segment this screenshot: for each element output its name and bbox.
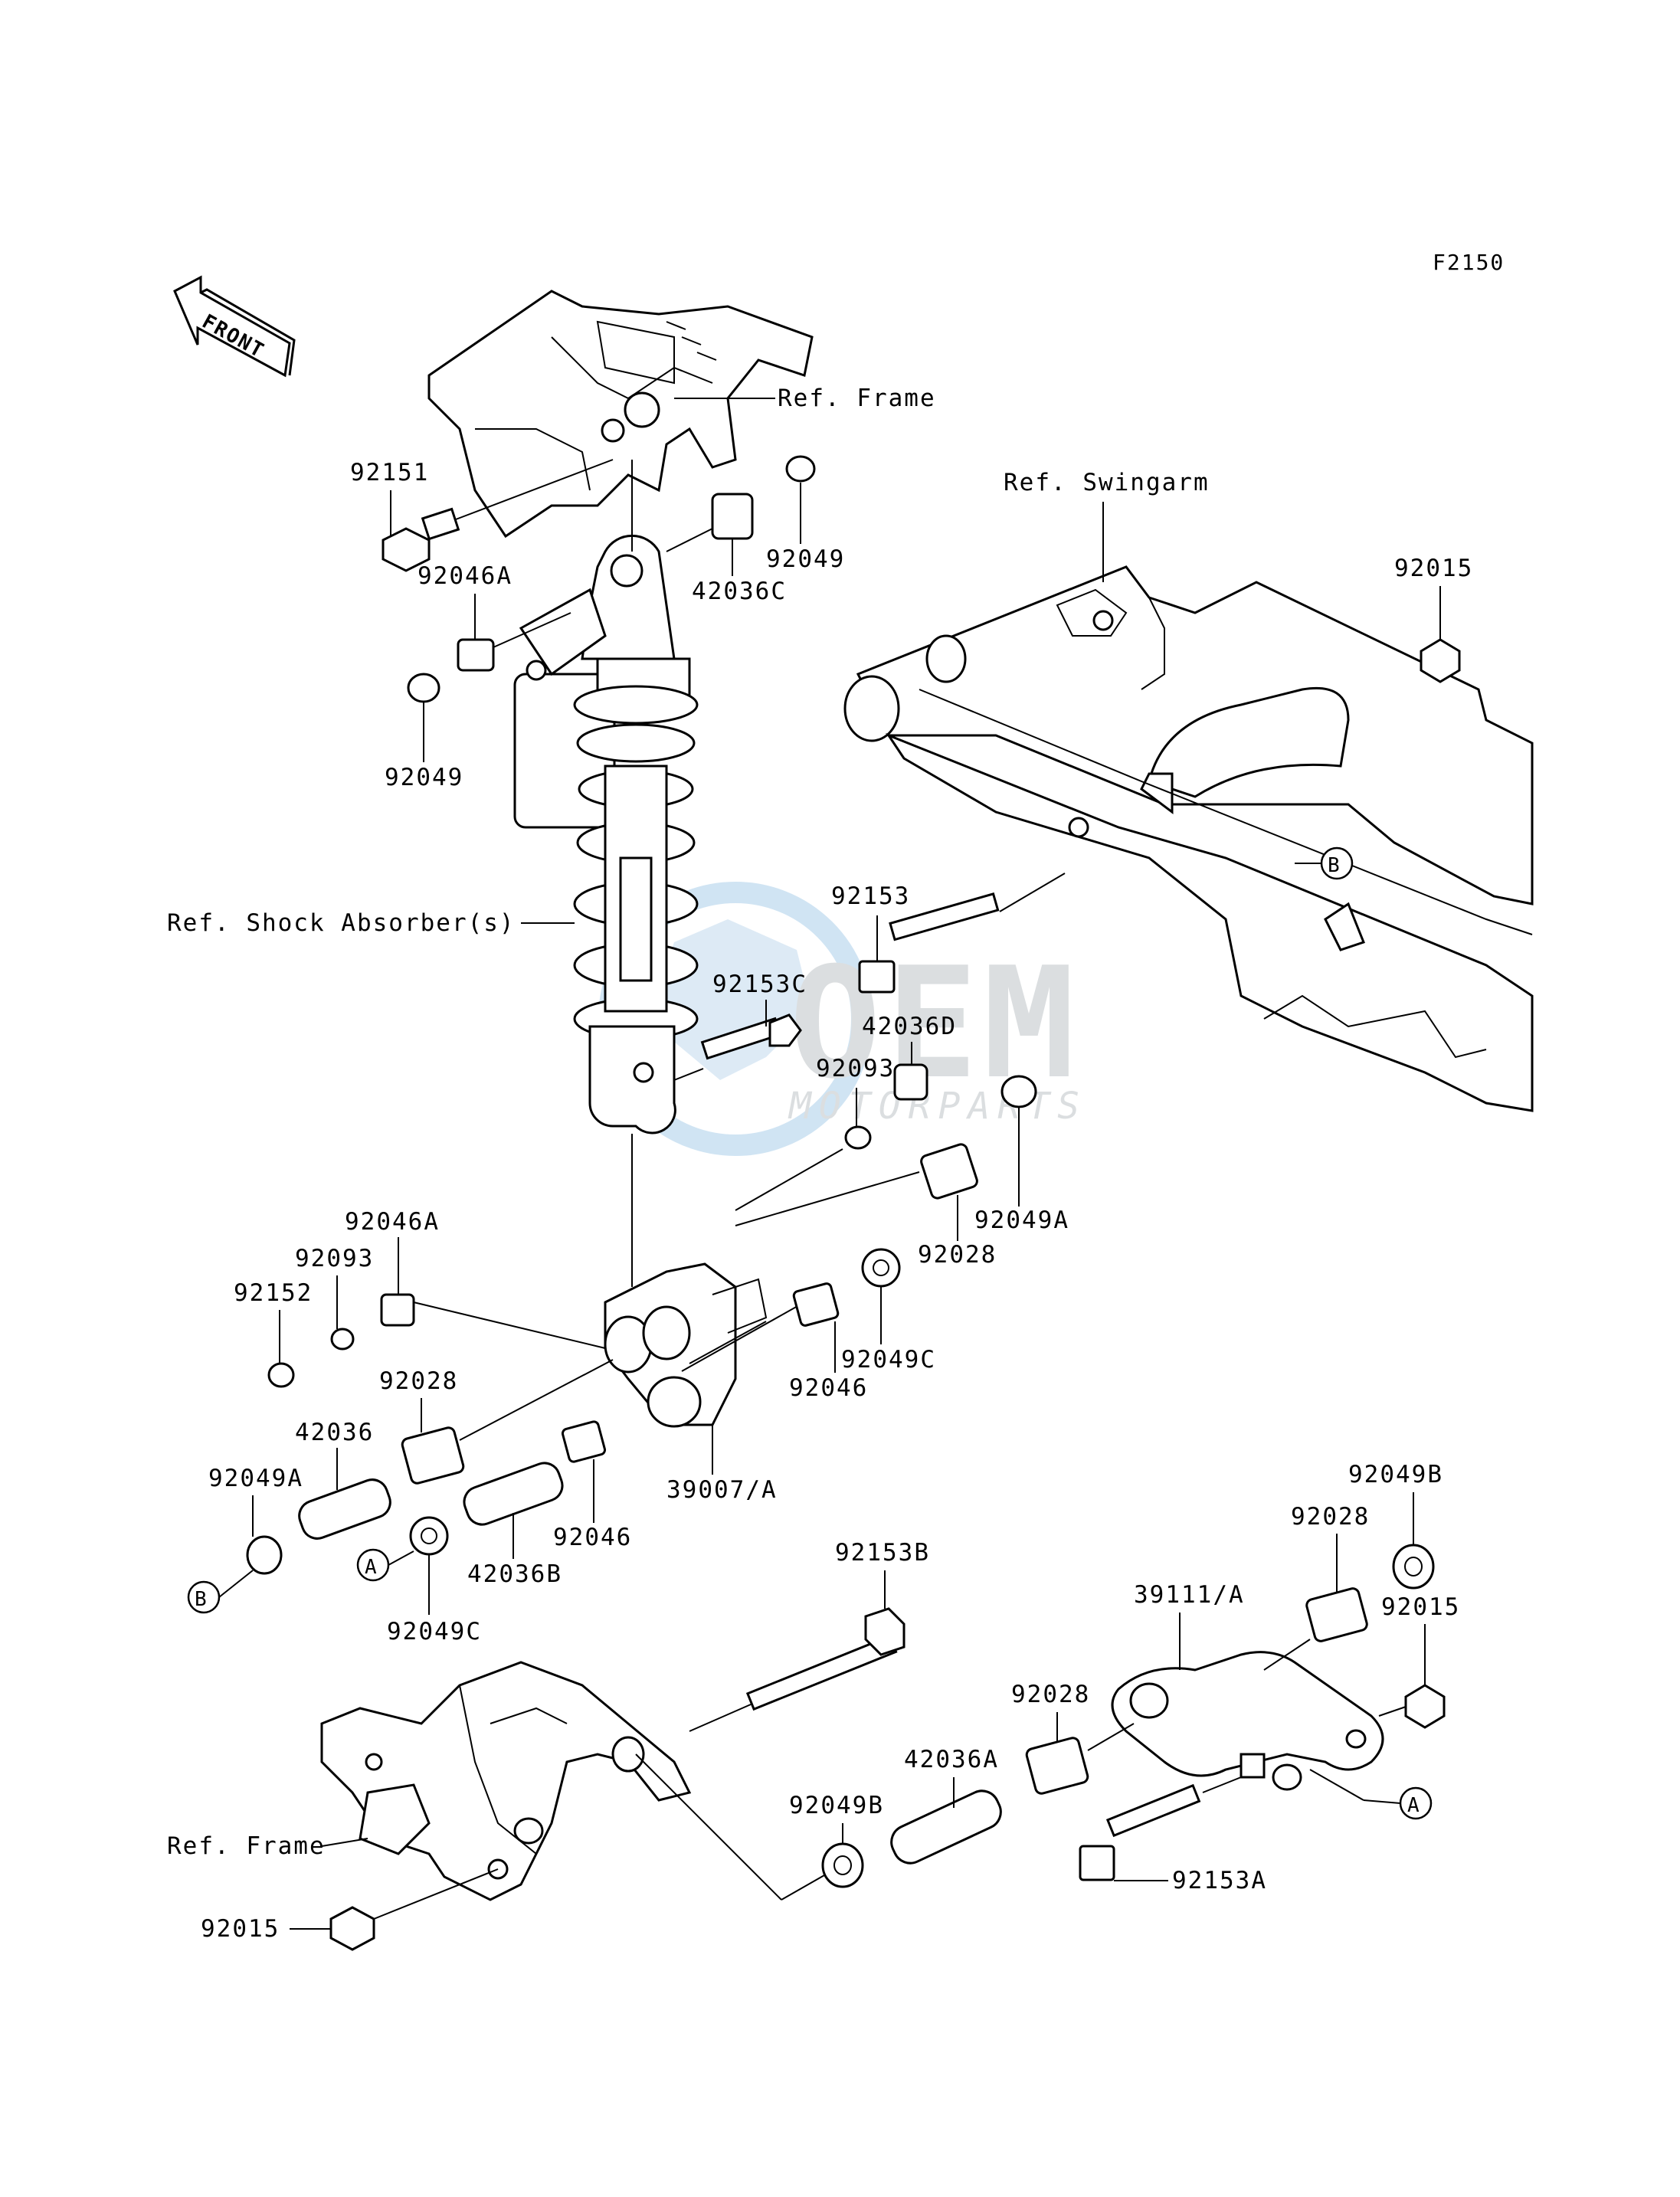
label-42036: 42036 [295,1419,374,1446]
collar-92028-mid-icon [920,1143,978,1200]
label-92093-mid: 92093 [816,1055,895,1082]
label-42036b: 42036B [467,1560,562,1588]
label-92153b: 92153B [835,1539,930,1567]
marker-b-swingarm-label: B [1328,854,1340,877]
label-92015-swingarm: 92015 [1394,555,1473,582]
frame-bottom-illustration [320,1661,692,1901]
bolt-92153b-icon [745,1607,905,1711]
bearing-92046a-top-icon [457,638,495,672]
bolt-92153a-icon [1079,1783,1201,1881]
collar-92028-low-icon [1025,1737,1089,1795]
label-92049b-low: 92049B [789,1792,884,1819]
oem-watermark: OEM MOTORPARTS [598,882,1087,1156]
label-42036c: 42036C [692,578,787,605]
label-92153c: 92153C [712,971,807,998]
label-92046-low: 92046 [553,1524,632,1551]
collar-42036-icon [298,1478,391,1540]
label-92049-left: 92049 [385,764,463,791]
bearing-92046a-left-icon [380,1293,415,1327]
label-92049c-low: 92049C [387,1618,482,1645]
label-92015-bottom: 92015 [201,1915,280,1943]
nut-92015-right-icon [1404,1684,1446,1729]
rocker-link-39007a-illustration [604,1262,768,1428]
label-92152: 92152 [234,1279,313,1307]
washer-92093-left-icon [330,1328,355,1351]
ref-shock-absorber: Ref. Shock Absorber(s) [167,909,516,937]
marker-b-left-label: B [195,1588,207,1611]
seal-92049a-left-icon [246,1535,283,1575]
collar-42036b-icon [463,1462,564,1526]
label-92093-left: 92093 [295,1245,374,1272]
label-39007a: 39007/A [666,1476,778,1504]
label-92151: 92151 [350,459,429,486]
bearing-92046-low-icon [561,1420,607,1463]
washer-92093-mid-icon [844,1125,872,1150]
marker-a-right-label: A [1407,1794,1420,1817]
washer-92152-icon [267,1362,295,1388]
collar-42036a-icon [890,1789,1002,1865]
collar-92028-right-icon [1305,1587,1368,1642]
bolt-92153-icon [858,892,1000,994]
label-92028-right: 92028 [1291,1503,1370,1531]
bolt-92153c-icon [700,1013,802,1060]
seal-92049a-right-icon [1000,1075,1037,1108]
label-92049-top: 92049 [766,545,845,573]
label-42036a: 42036A [904,1746,999,1773]
label-92015-right: 92015 [1381,1593,1460,1621]
label-92028-low: 92028 [1011,1681,1090,1708]
collar-42036d-icon [893,1063,928,1101]
watermark-sub: MOTORPARTS [788,1085,1087,1128]
label-92028-left: 92028 [379,1367,458,1395]
figure-code: F2150 [1433,250,1505,275]
collar-42036c-icon [711,493,754,540]
nut-92015-bottom-icon [329,1906,375,1951]
label-92046a-top: 92046A [418,562,513,590]
label-92046-right: 92046 [789,1374,868,1402]
ref-frame-top: Ref. Frame [778,385,936,412]
frame-top-illustration [427,290,814,539]
ref-frame-bottom: Ref. Frame [167,1832,326,1860]
label-92028-mid: 92028 [918,1241,997,1269]
collar-92028-left-icon [401,1426,465,1485]
label-42036d: 42036D [862,1013,957,1040]
label-92049a-left: 92049A [208,1465,303,1492]
label-92153: 92153 [831,882,910,910]
label-92153a: 92153A [1172,1867,1267,1894]
bearing-92046-right-icon [792,1282,840,1327]
front-arrow-icon: FRONT [173,275,296,378]
ref-swingarm: Ref. Swingarm [1004,469,1210,496]
shock-absorber-illustration [513,534,699,1135]
label-39111a: 39111/A [1134,1581,1245,1609]
seal-92049-left-icon [407,673,440,703]
seal-92049-top-icon [785,455,816,483]
label-92046a-left: 92046A [345,1208,440,1236]
label-92049c-right: 92049C [841,1346,936,1374]
marker-a-left-label: A [365,1556,377,1579]
tie-rod-39111a-illustration [1111,1651,1384,1791]
label-92049b-right: 92049B [1348,1461,1443,1488]
bolt-92151-icon [382,507,460,572]
swingarm-illustration [843,565,1534,1112]
label-92049a-right: 92049A [974,1207,1069,1234]
